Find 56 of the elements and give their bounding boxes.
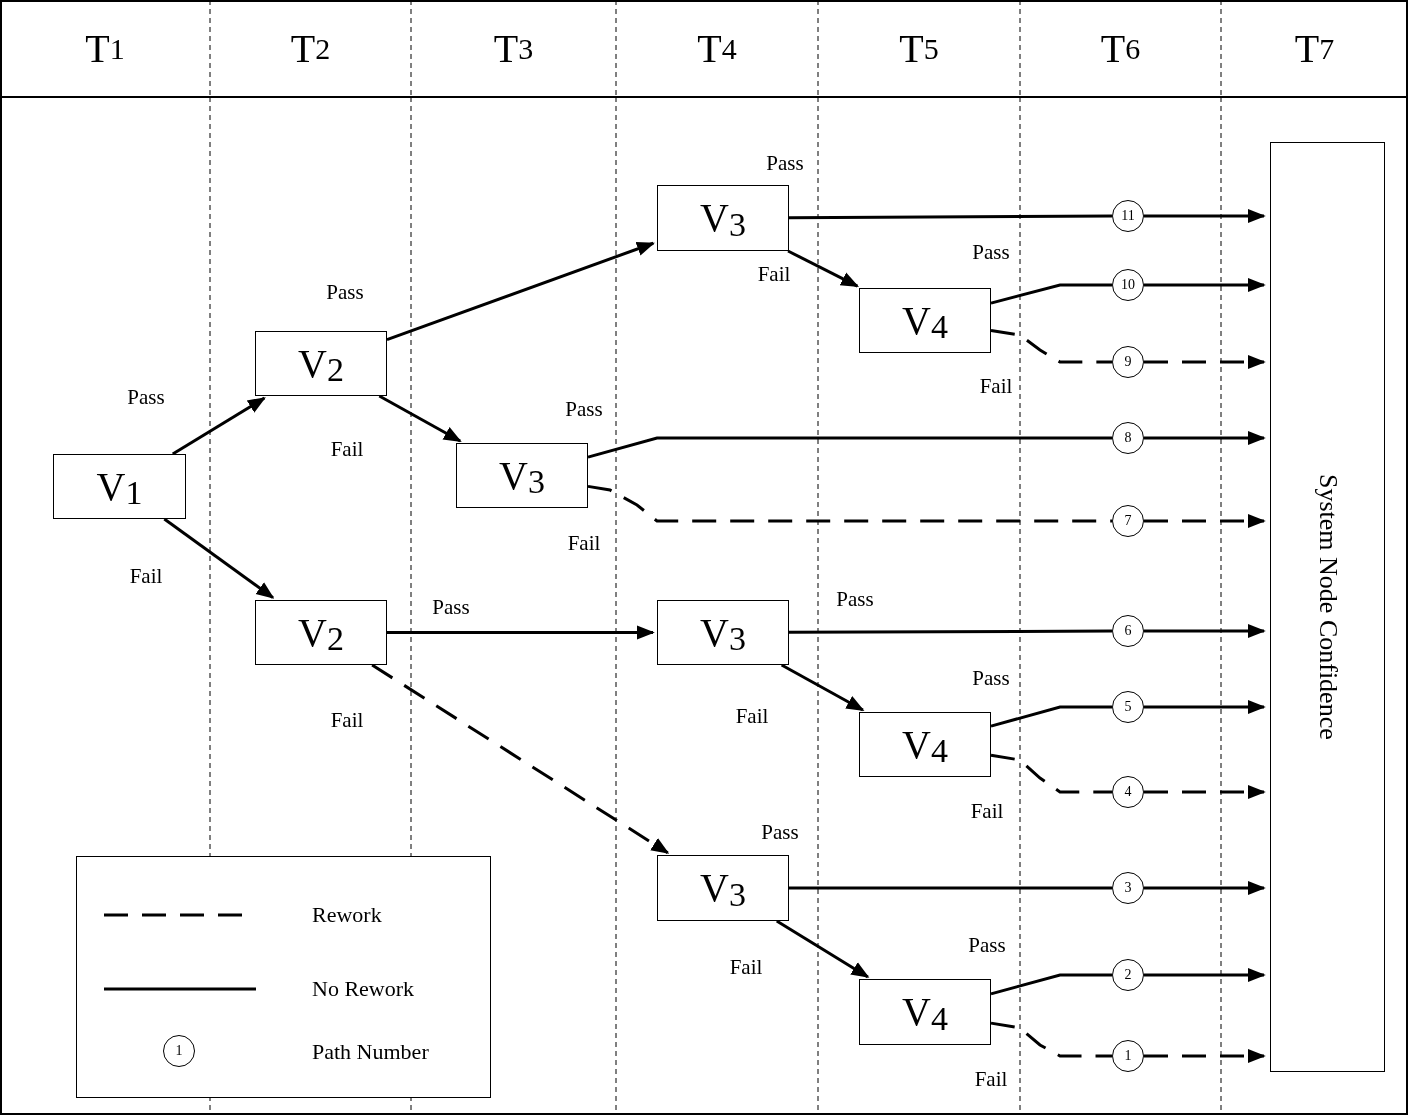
- path-number-circle: 2: [1112, 959, 1144, 991]
- connector-line: [990, 329, 1112, 364]
- arrow: [780, 663, 865, 712]
- arrow: [787, 249, 859, 288]
- process-box: V$_{3}$: [657, 185, 789, 251]
- path-number-circle: 3: [1112, 872, 1144, 904]
- arrow: [1144, 880, 1266, 896]
- path-number-circle: 9: [1112, 346, 1144, 378]
- arrow: [1144, 784, 1266, 800]
- process-box: V$_{2}$: [255, 331, 387, 396]
- process-box: V$_{4}$: [859, 288, 991, 353]
- path-number-circle: 1: [1112, 1040, 1144, 1072]
- path-number-circle: 10: [1112, 269, 1144, 301]
- process-box: V$_{1}$: [53, 454, 186, 519]
- process-box: V$_{2}$: [255, 600, 387, 665]
- process-box: V$_{4}$: [859, 712, 991, 777]
- arrow: [1144, 277, 1266, 293]
- arrow: [1144, 430, 1266, 446]
- arrow: [371, 663, 670, 855]
- arrow: [387, 625, 655, 640]
- connector-line: [789, 886, 1112, 890]
- arrow: [1144, 513, 1266, 529]
- path-number-circle: 7: [1112, 505, 1144, 537]
- arrow: [1144, 699, 1266, 715]
- connector-line: [587, 484, 1112, 523]
- arrow: [1144, 967, 1266, 983]
- arrow: [775, 919, 870, 979]
- process-box: V$_{4}$: [859, 979, 991, 1045]
- path-number-circle: 6: [1112, 615, 1144, 647]
- arrow: [1144, 623, 1266, 639]
- connector-line: [990, 705, 1112, 728]
- arrow: [171, 396, 266, 456]
- arrow: [1144, 354, 1266, 370]
- path-number-circle: 8: [1112, 422, 1144, 454]
- legend-label: No Rework: [312, 976, 415, 1002]
- arrow: [386, 241, 655, 342]
- connector-line: [789, 629, 1112, 634]
- connector-line: [990, 973, 1112, 996]
- path-number-circle: 4: [1112, 776, 1144, 808]
- arrow: [378, 394, 462, 443]
- connector-line: [990, 1021, 1112, 1058]
- arrow: [1144, 208, 1266, 224]
- process-box: V$_{3}$: [456, 443, 588, 508]
- connector-line: [990, 283, 1112, 305]
- path-number-circle: 5: [1112, 691, 1144, 723]
- process-box: V$_{3}$: [657, 855, 789, 921]
- connector-line: [789, 214, 1112, 220]
- target-box: System Node Confidence: [1270, 142, 1385, 1072]
- arrow: [163, 517, 275, 599]
- process-box: V$_{3}$: [657, 600, 789, 665]
- connector-line: [990, 753, 1112, 794]
- path-number-circle: 11: [1112, 200, 1144, 232]
- legend-label: Path Number: [312, 1039, 429, 1065]
- arrow: [1144, 1048, 1266, 1064]
- legend-label: Rework: [312, 902, 382, 928]
- connector-line: [587, 436, 1112, 459]
